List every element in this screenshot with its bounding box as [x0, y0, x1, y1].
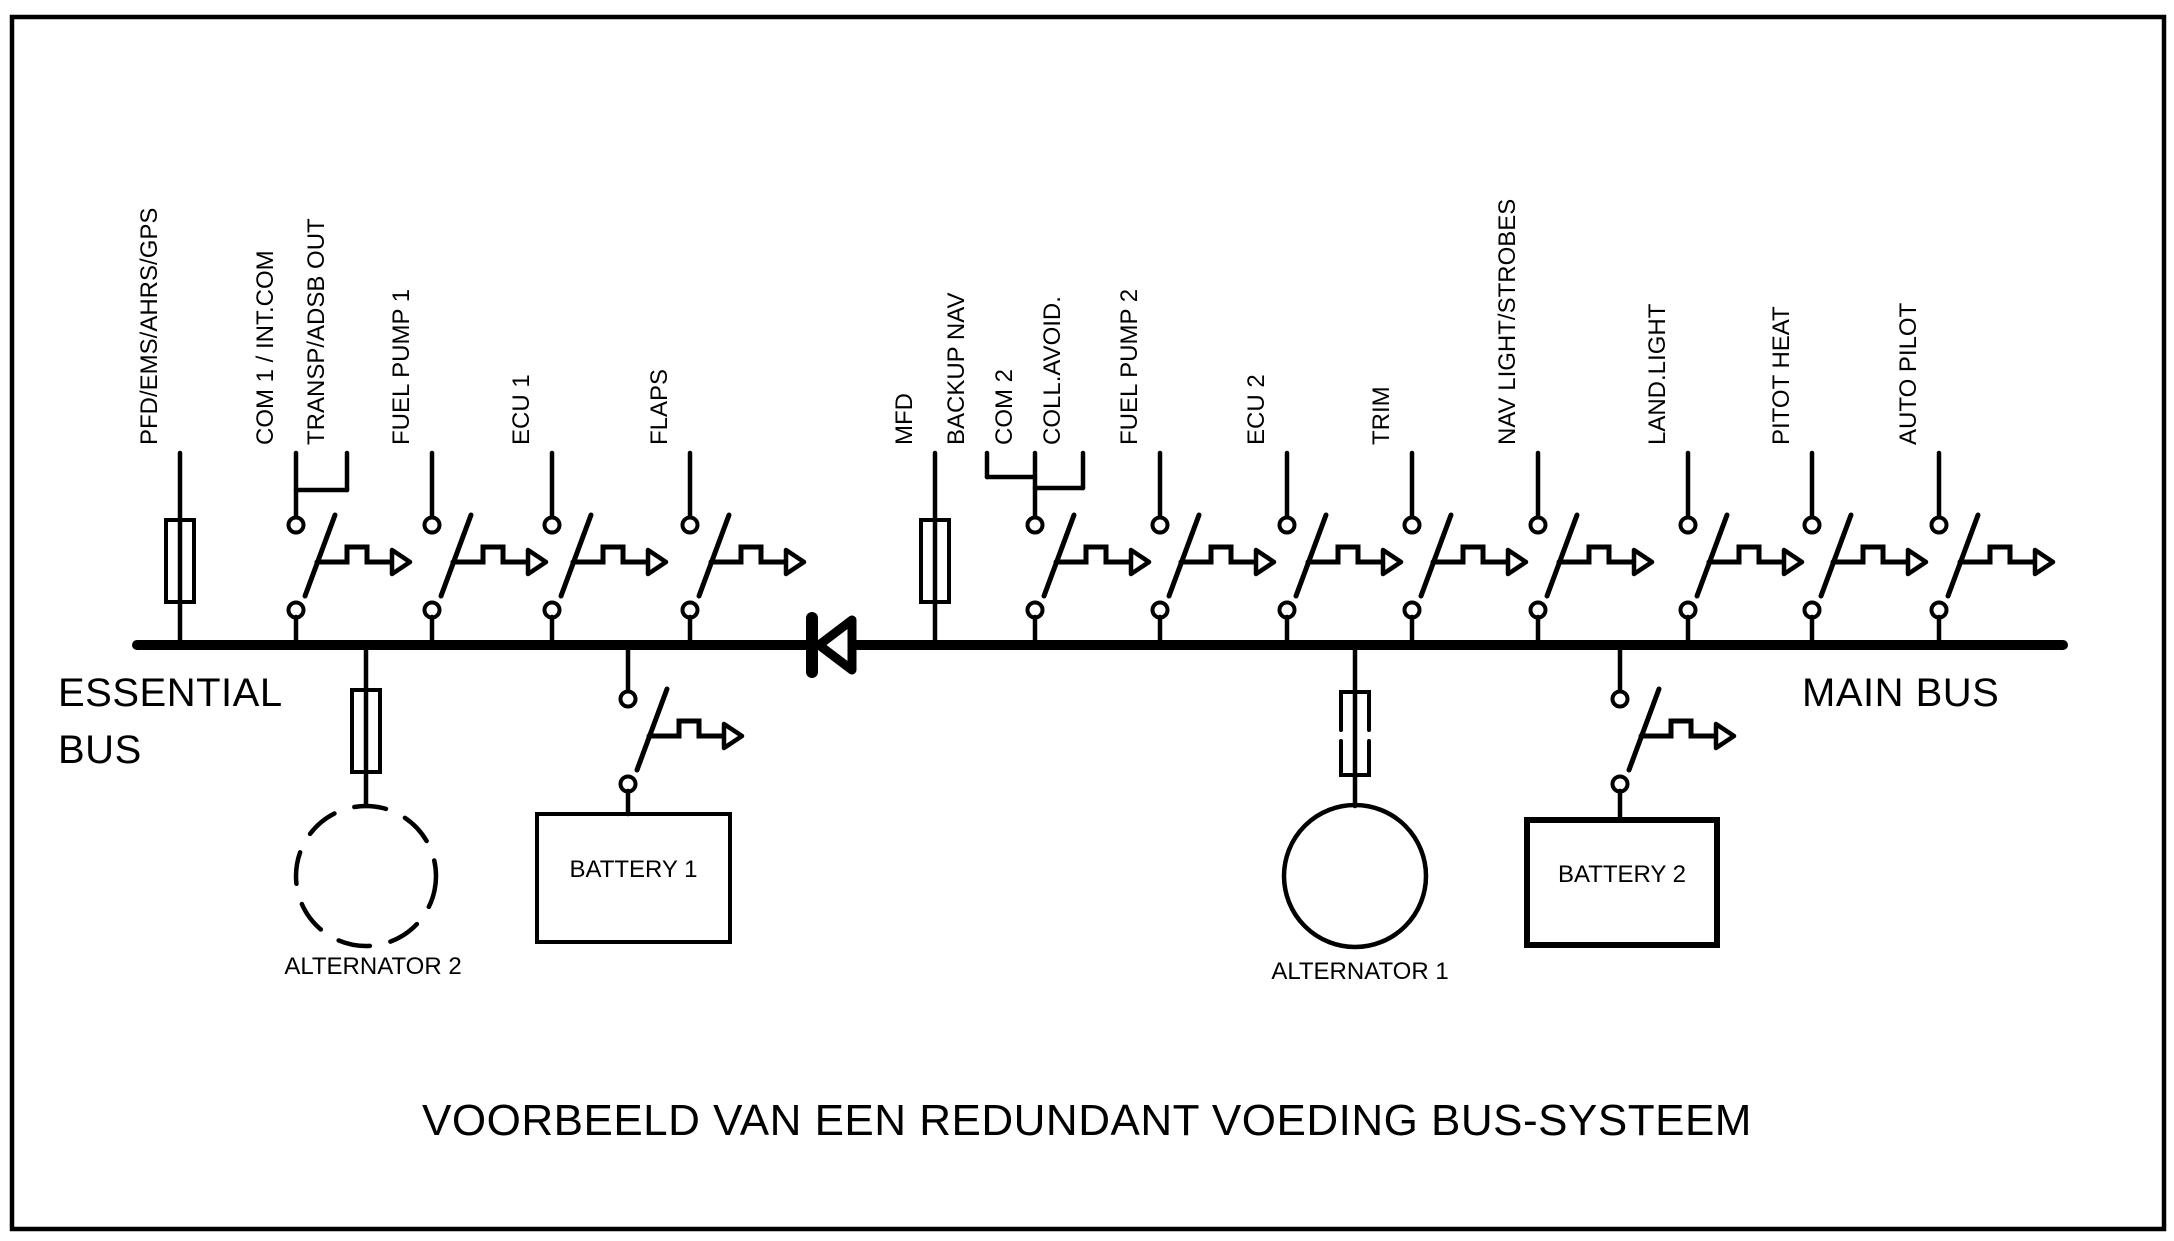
circuit-breaker-icon [1028, 515, 1150, 618]
battery-1-feed [535, 647, 743, 944]
page-border [9, 14, 2167, 1232]
circuit-breaker-icon [1153, 515, 1275, 618]
circuit-breaker-icon [1531, 515, 1653, 618]
branch-flaps [683, 450, 805, 644]
circuit-breaker-icon [1932, 515, 2054, 618]
branch-pitot-heat [1805, 450, 1927, 644]
branch-pfd-ems-ahrs-gps [166, 450, 194, 644]
circuit-breaker-icon [425, 515, 547, 618]
branch-ecu-2 [1280, 450, 1402, 644]
alternator-2-feed [293, 647, 439, 949]
circuit-breaker-icon [683, 515, 805, 618]
main-bus-label: MAIN BUS [1802, 671, 2000, 715]
alternator-2-label: ALTERNATOR 2 [284, 953, 462, 980]
fuse-icon [1339, 739, 1371, 777]
branch-fuel-pump-2 [1153, 450, 1275, 644]
battery-2-box [1524, 817, 1720, 948]
circuit-breaker-icon [1405, 515, 1527, 618]
branch-fuel-pump-1 [425, 450, 547, 644]
diagram-title: VOORBEELD VAN EEN REDUNDANT VOEDING BUS-… [422, 1096, 1752, 1145]
battery-switch-icon [621, 689, 743, 792]
circuit-breaker-icon [289, 515, 411, 618]
branch-label-fuel-pump-1: FUEL PUMP 1 [388, 288, 415, 445]
branch-label-trim: TRIM [1368, 386, 1395, 445]
alternator-1-label: ALTERNATOR 1 [1271, 958, 1449, 985]
branch-label-auto-pilot: AUTO PILOT [1895, 302, 1922, 445]
circuit-breaker-icon [1280, 515, 1402, 618]
branch-label-ecu-1: ECU 1 [508, 374, 535, 445]
branch-label-coll-avoid: COLL.AVOID. [1039, 296, 1066, 445]
fuse-icon [1339, 690, 1371, 732]
branch-label-flaps: FLAPS [646, 368, 673, 445]
battery-2-label: BATTERY 2 [1557, 861, 1687, 888]
branch-ecu-1 [545, 450, 667, 644]
circuit-breaker-icon [545, 515, 667, 618]
battery-1-box [535, 812, 732, 944]
branch-label-fuel-pump-2: FUEL PUMP 2 [1116, 288, 1143, 445]
battery-2-feed [1524, 647, 1735, 948]
branch-label-com2: COM 2 [991, 368, 1018, 445]
branch-label-com1: COM 1 / INT.COM [252, 250, 279, 445]
branch-label-pfd: PFD/EMS/AHRS/GPS [136, 207, 163, 445]
branch-nav-light-strobes [1531, 450, 1653, 644]
branch-trim [1405, 450, 1527, 644]
branch-auto-pilot [1932, 450, 2054, 644]
branch-label-ecu-2: ECU 2 [1243, 374, 1270, 445]
branch-label-transp: TRANSP/ADSB OUT [303, 218, 330, 445]
branch-com1-intcom [289, 450, 411, 644]
bus-tie-diode-icon [806, 612, 857, 678]
branch-com2-backupnav-collavoid [984, 450, 1150, 644]
branch-label-nav-light: NAV LIGHT/STROBES [1494, 198, 1521, 445]
battery-1-label: BATTERY 1 [569, 856, 698, 883]
essential-bus-label: ESSENTIAL BUS [58, 671, 283, 772]
branch-label-mfd: MFD [891, 393, 918, 445]
alternator-1-icon [1281, 802, 1429, 950]
branch-label-pitot-heat: PITOT HEAT [1768, 306, 1795, 445]
alternator-2-icon [293, 803, 439, 949]
branch-mfd [921, 450, 949, 644]
circuit-breaker-icon [1805, 515, 1927, 618]
branch-land-light [1681, 450, 1803, 644]
alternator-1-feed [1281, 647, 1429, 950]
branch-label-backup-nav: BACKUP NAV [943, 292, 970, 446]
battery-switch-icon [1613, 689, 1735, 792]
circuit-breaker-icon [1681, 515, 1803, 618]
branch-label-land-light: LAND.LIGHT [1644, 303, 1671, 445]
